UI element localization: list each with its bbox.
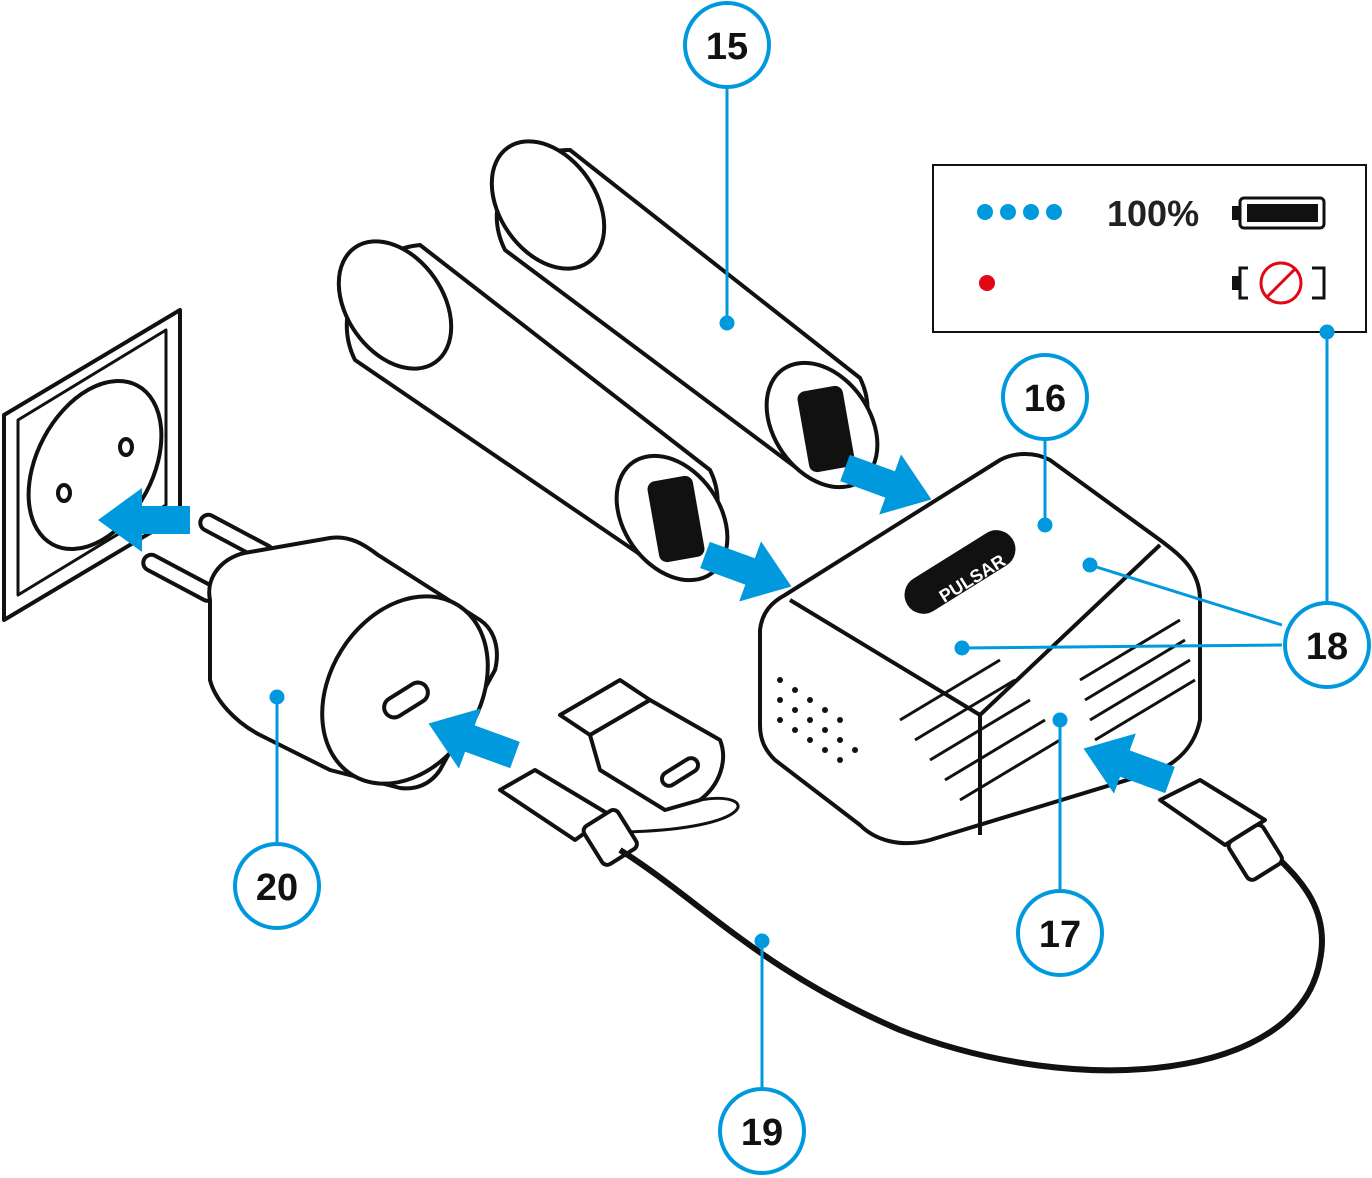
full-charge-dots <box>977 204 1062 220</box>
led-dot <box>977 204 993 220</box>
led-dot <box>1000 204 1016 220</box>
svg-text:15: 15 <box>706 26 748 68</box>
led-dot <box>1046 204 1062 220</box>
callout-20: 20 <box>233 842 321 930</box>
callout-17: 17 <box>1016 889 1104 977</box>
callout-18: 18 <box>1283 601 1371 689</box>
led-dot <box>1023 204 1039 220</box>
battery-full-icon <box>1232 196 1326 230</box>
fault-led-dot <box>979 275 995 291</box>
usb-adapter <box>558 678 740 834</box>
callout-16: 16 <box>1001 353 1089 441</box>
callout-19: 19 <box>718 1087 806 1175</box>
full-charge-label: 100% <box>1107 193 1199 234</box>
usb-cable <box>498 768 1325 1074</box>
svg-text:19: 19 <box>741 1112 783 1154</box>
svg-text:18: 18 <box>1306 626 1348 668</box>
battery-error-icon <box>1232 261 1326 305</box>
svg-text:20: 20 <box>256 867 298 909</box>
callout-15: 15 <box>683 1 771 89</box>
svg-text:17: 17 <box>1039 914 1081 956</box>
status-legend: 100% <box>932 164 1367 333</box>
battery-right <box>489 139 880 490</box>
svg-text:16: 16 <box>1024 378 1066 420</box>
power-adapter <box>141 512 499 791</box>
battery-left <box>336 239 730 583</box>
